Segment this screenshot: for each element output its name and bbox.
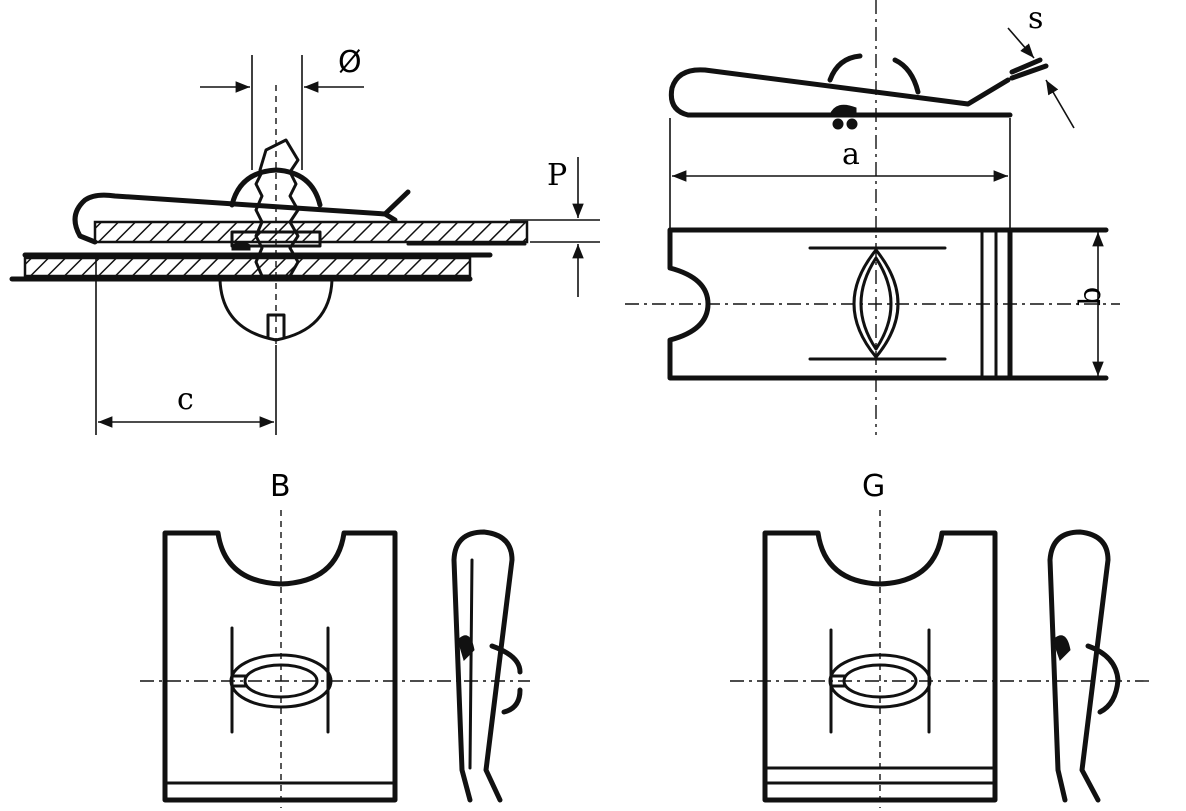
variant-g-plate [762, 530, 998, 803]
variant-b-plate [162, 530, 398, 803]
top-view-outline [667, 227, 1013, 381]
screw-head [218, 278, 334, 342]
variant-g-side-barb [1052, 635, 1071, 661]
variant-b-side-inner [468, 558, 474, 770]
thickness-arrow-top [1007, 27, 1035, 59]
section-view: Ø P c [9, 45, 600, 435]
pitch-label: P [547, 158, 567, 193]
c-label: c [177, 382, 194, 417]
clip-upper-leg [72, 189, 411, 245]
thickness-label: s [1028, 1, 1043, 36]
profile-view: s a [668, 0, 1075, 435]
profile-rivet-2 [846, 118, 858, 130]
variant-b-side-dome-bottom [501, 687, 523, 715]
variant-b-side-dome-top [489, 643, 523, 675]
a-label: a [842, 137, 860, 172]
variant-b-emboss-inner [243, 663, 319, 699]
emboss-inner [859, 256, 893, 351]
profile-clip [668, 67, 1013, 118]
variant-g-label: G [862, 469, 885, 504]
clip-dome [229, 167, 323, 208]
variant-g-emboss-outer [828, 653, 932, 709]
b-label: b [1073, 287, 1108, 306]
screw-slot [266, 313, 286, 340]
variant-g-emboss-inner [842, 663, 918, 699]
profile-barb [829, 104, 857, 116]
variant-g: G [730, 469, 1150, 808]
variant-b-label: B [270, 469, 291, 504]
variant-b: B [140, 469, 530, 808]
profile-dome-left [827, 53, 863, 83]
clip-nut-insert [230, 230, 322, 248]
variant-g-side-clip [1047, 529, 1111, 803]
emboss-outer [852, 248, 900, 359]
profile-dome-right [892, 57, 921, 95]
clip-tip [382, 211, 398, 223]
variant-g-side-dome [1085, 643, 1121, 715]
variant-b-side-clip [451, 529, 515, 803]
profile-rivet-1 [832, 118, 844, 130]
profile-tip [1009, 57, 1043, 75]
screw-thread [254, 138, 300, 278]
diameter-label: Ø [338, 45, 362, 80]
variant-b-emboss-outer [229, 653, 333, 709]
top-view: b [625, 227, 1120, 381]
profile-tip-2 [1009, 63, 1049, 81]
thickness-arrow-bottom [1045, 79, 1075, 129]
lower-plate [23, 256, 472, 278]
variant-b-side-barb [457, 635, 475, 661]
clip-barb [231, 241, 251, 251]
